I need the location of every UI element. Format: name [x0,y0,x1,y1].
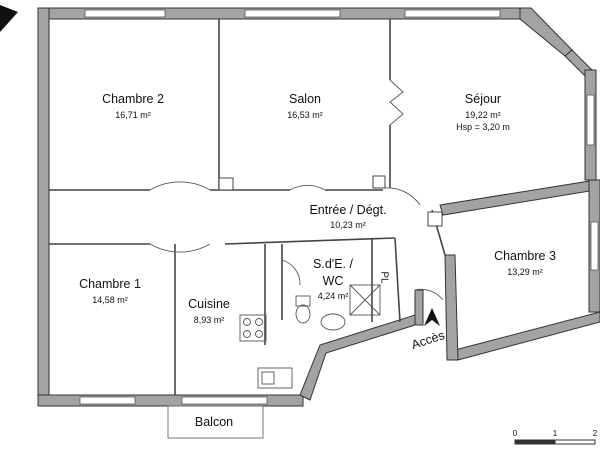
room-area-entree: 10,23 m² [330,220,366,230]
ceiling-height: Hsp = 3,20 m [456,122,510,132]
room-name-balcon: Balcon [194,415,234,429]
room-area-chambre1: 14,58 m² [92,295,128,305]
scale-tick-2: 2 [592,429,598,438]
kitchen-sink [257,367,293,389]
room-name-cuisine: Cuisine [188,297,230,311]
room-area-sejour: 19,22 m² [465,110,501,120]
room-name-sejour: Séjour [464,92,502,106]
access-arrow [424,308,440,326]
scale-tick-0: 0 [512,429,518,438]
shower [349,284,381,316]
columns [218,175,443,227]
room-name-sde-line1: S.d'E. / [313,257,353,271]
fixtures [239,284,381,389]
windows [79,9,599,405]
toilet [295,295,311,307]
room-area-chambre3: 13,29 m² [507,267,543,277]
room-area-cuisine: 8,93 m² [193,315,225,325]
room-area-sde: 4,24 m² [317,291,349,301]
room-name-chambre1: Chambre 1 [79,277,141,291]
room-area-chambre2: 16,71 m² [115,110,151,120]
room-name-chambre2: Chambre 2 [102,92,164,106]
room-name-sde-line2: WC [322,274,344,288]
scale-tick-1: 1 [552,429,558,438]
hob [239,314,267,342]
room-area-salon: 16,53 m² [287,110,323,120]
room-name-chambre3: Chambre 3 [494,249,556,263]
room-name-salon: Salon [289,92,321,106]
balcony-outline [167,405,264,439]
room-name-entree: Entrée / Dégt. [309,203,387,217]
washbasin [320,313,346,331]
north-arrow [0,5,18,32]
room-name-pl: PL [378,271,390,284]
doors [149,79,444,301]
scale-bar [514,439,596,445]
